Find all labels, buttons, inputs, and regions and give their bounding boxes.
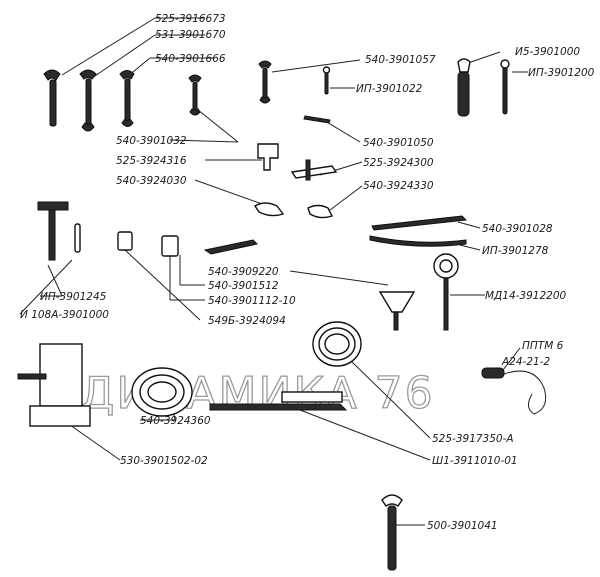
part-label: Ш1-3911010-01 bbox=[432, 455, 518, 467]
small-wrench-icon bbox=[322, 66, 331, 95]
part-label: ППТМ 6 bbox=[522, 340, 564, 352]
part-label: 540-3924330 bbox=[363, 180, 434, 192]
double-wrench-icon bbox=[79, 69, 97, 132]
socket-head-icon bbox=[307, 204, 333, 219]
part-label: ИП-3901022 bbox=[356, 83, 423, 95]
drift-pin-icon bbox=[74, 223, 81, 253]
part-label: ИП-3901245 bbox=[40, 291, 107, 303]
double-wrench-icon bbox=[188, 74, 202, 116]
part-label: МД14-3912200 bbox=[485, 290, 566, 302]
wheel-nut-wrench-icon bbox=[381, 494, 403, 571]
jack-handle-icon bbox=[369, 215, 468, 247]
box-wrench-icon bbox=[257, 143, 279, 171]
part-label: ИП-3901200 bbox=[528, 67, 595, 79]
part-label: 540-3901028 bbox=[482, 223, 553, 235]
part-label: 540-3909220 bbox=[208, 266, 279, 278]
part-label: 525-3917350-А bbox=[432, 433, 514, 445]
socket-head-icon bbox=[254, 202, 285, 217]
part-label: А24-21-2 bbox=[501, 356, 550, 368]
grease-gun-icon bbox=[209, 391, 348, 411]
part-label: 540-3901512 bbox=[208, 280, 279, 292]
part-label: И5-3901000 bbox=[515, 46, 580, 58]
part-label: ИП-3901278 bbox=[482, 245, 549, 257]
part-label: 540-3901666 bbox=[155, 53, 226, 65]
part-label: 530-3901502-02 bbox=[120, 455, 208, 467]
puller-icon bbox=[290, 159, 338, 181]
air-hose-coil-icon bbox=[312, 321, 362, 367]
socket-wrench-icon bbox=[457, 58, 471, 117]
pressure-gauge-icon bbox=[433, 253, 459, 331]
hose-coil-icon bbox=[131, 367, 193, 417]
hydraulic-jack-icon bbox=[17, 343, 91, 427]
part-label: 540-3901112-10 bbox=[208, 295, 296, 307]
double-wrench-icon bbox=[258, 60, 272, 104]
part-label: 540-3924030 bbox=[116, 175, 187, 187]
part-label: 531-3901670 bbox=[155, 29, 226, 41]
leader-lines bbox=[19, 17, 528, 526]
nut-icon bbox=[117, 231, 133, 251]
crank-icon bbox=[203, 239, 259, 255]
inspection-lamp-icon bbox=[481, 367, 547, 415]
part-label: И 108А-3901000 bbox=[20, 309, 109, 321]
screwdriver-flat-icon bbox=[303, 115, 331, 124]
part-label: 525-3924316 bbox=[116, 155, 187, 167]
part-label: 540-3924360 bbox=[140, 415, 211, 427]
part-label: 540-3901050 bbox=[363, 137, 434, 149]
part-label: 525-3924300 bbox=[363, 157, 434, 169]
part-label: 540-3901057 bbox=[365, 54, 436, 66]
part-label: 540-3901032 bbox=[116, 135, 187, 147]
funnel-icon bbox=[378, 291, 416, 331]
part-label: 500-3901041 bbox=[427, 520, 498, 532]
open-end-wrench-icon bbox=[43, 69, 61, 127]
double-wrench-icon bbox=[119, 70, 135, 127]
part-label: 549Б-3924094 bbox=[208, 315, 286, 327]
nut-icon bbox=[161, 235, 179, 257]
part-label: 525-3916673 bbox=[155, 13, 226, 25]
spanner-icon bbox=[500, 59, 510, 115]
hammer-icon bbox=[37, 201, 69, 261]
